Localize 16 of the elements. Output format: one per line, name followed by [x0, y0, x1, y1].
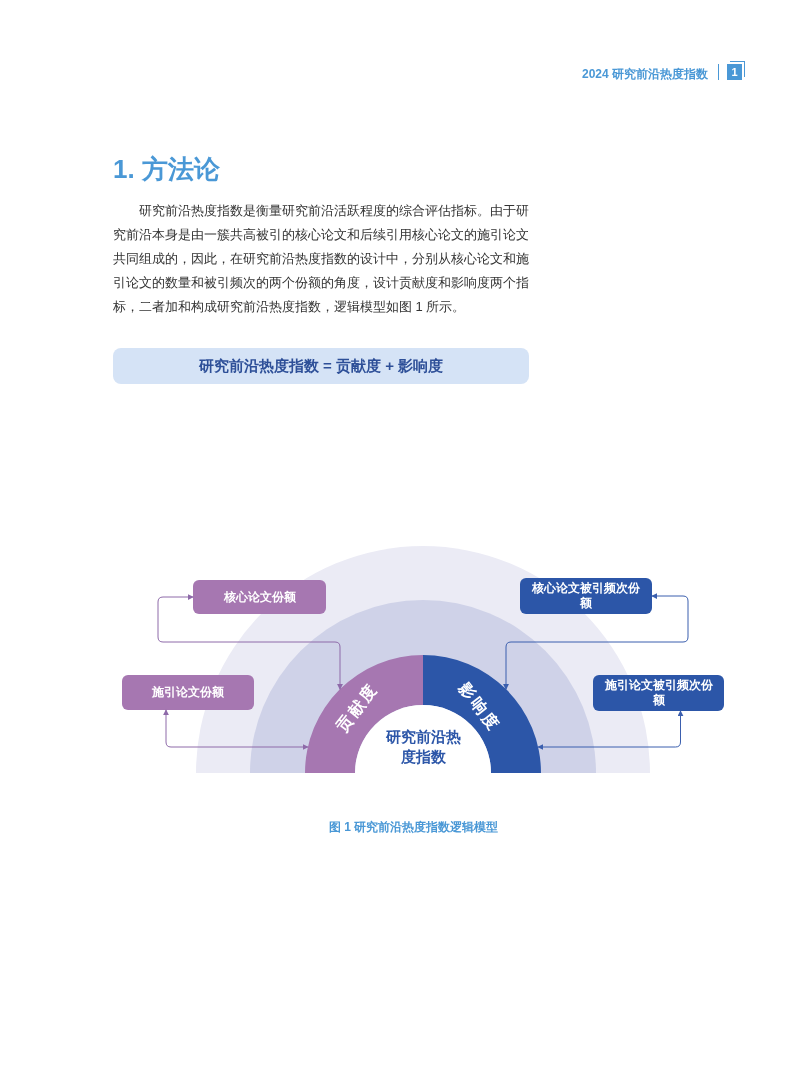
- figure-caption: 图 1 研究前沿热度指数逻辑模型: [329, 819, 499, 836]
- section-heading: 1. 方法论: [113, 153, 220, 186]
- running-header: 2024 研究前沿热度指数: [582, 66, 709, 83]
- connector-arrow: [157, 594, 343, 690]
- indicator-box: 核心论文份额: [193, 580, 326, 614]
- connector-arrow: [503, 593, 689, 690]
- formula-banner: 研究前沿热度指数 = 贡献度 + 影响度: [113, 348, 529, 384]
- page-number: 1: [727, 64, 742, 80]
- connector-arrow: [163, 709, 309, 750]
- indicator-box: 施引论文份额: [122, 675, 254, 710]
- center-label: 研究前沿热度指数: [385, 727, 461, 767]
- indicator-box: 施引论文被引频次份额: [593, 675, 724, 711]
- ring-label: 贡献度: [331, 678, 383, 737]
- indicator-box: 核心论文被引频次份额: [520, 578, 652, 614]
- connector-arrow: [537, 710, 684, 750]
- body-paragraph: 研究前沿热度指数是衡量研究前沿活跃程度的综合评估指标。由于研究前沿本身是由一簇共高被引的核心论文和后续引用核心论文的施引论文共同组成的，因此，在研究前沿热度指数的设计中，分别从核心论文和施引论文的数量和被引频次的两个份额的角度，设计贡献度和影响度两个指标，二者加和构成研究前沿热度指数，逻辑模型如图 1 所示。: [113, 202, 530, 316]
